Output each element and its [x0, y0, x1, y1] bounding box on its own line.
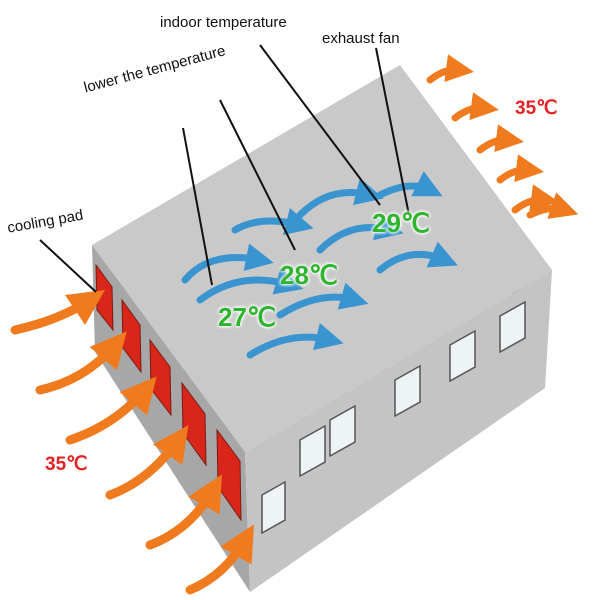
wall-top-rim	[92, 65, 552, 452]
zone-temperature-28: 28℃	[280, 260, 339, 290]
outside-temperature-intake: 35℃	[45, 454, 88, 475]
label-exhaust-fan: exhaust fan	[322, 30, 400, 47]
front-wall-windows	[261, 300, 526, 535]
hot-air-exhaust-arrows	[426, 54, 579, 219]
zone-temperature-29: 29℃	[372, 208, 431, 238]
leader-lines	[39, 44, 411, 293]
cool-air-arrows	[181, 171, 458, 359]
outside-temperature-exhaust: 35℃	[515, 98, 558, 119]
hot-air-intake-arrows	[10, 290, 254, 595]
label-indoor-temperature: indoor temperature	[160, 14, 287, 31]
zone-temperature-27: 27℃	[218, 302, 277, 332]
